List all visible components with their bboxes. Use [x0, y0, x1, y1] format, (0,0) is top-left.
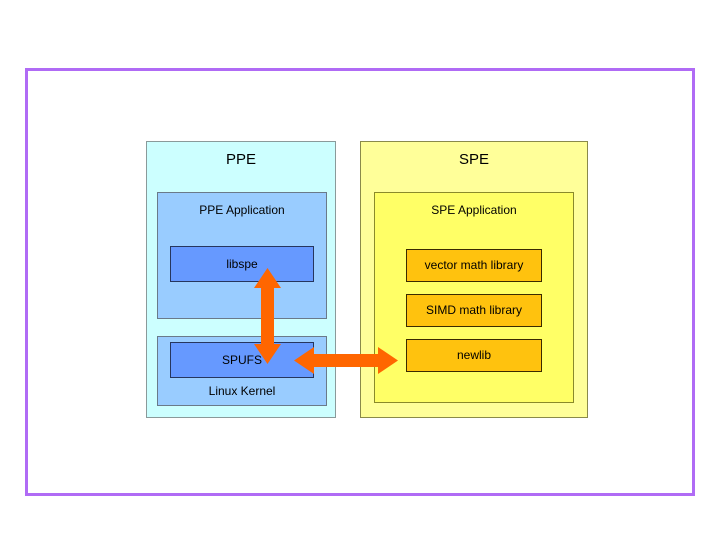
vector-math-library-box[interactable]: vector math library	[406, 249, 542, 282]
spe-application-title: SPE Application	[431, 203, 517, 217]
ppe-application-title: PPE Application	[199, 203, 285, 217]
vector-math-library-label: vector math library	[424, 258, 524, 272]
newlib-box[interactable]: newlib	[406, 339, 542, 372]
simd-math-library-box[interactable]: SIMD math library	[406, 294, 542, 327]
spufs-box[interactable]: SPUFS	[170, 342, 314, 378]
linux-kernel-label: Linux Kernel	[208, 384, 276, 398]
newlib-label: newlib	[456, 348, 492, 362]
simd-math-library-label: SIMD math library	[425, 303, 523, 317]
libspe-box[interactable]: libspe	[170, 246, 314, 282]
spe-group-title: SPE	[458, 151, 489, 168]
spufs-label: SPUFS	[221, 353, 262, 367]
ppe-group-title: PPE	[225, 151, 256, 168]
libspe-label: libspe	[226, 257, 258, 271]
